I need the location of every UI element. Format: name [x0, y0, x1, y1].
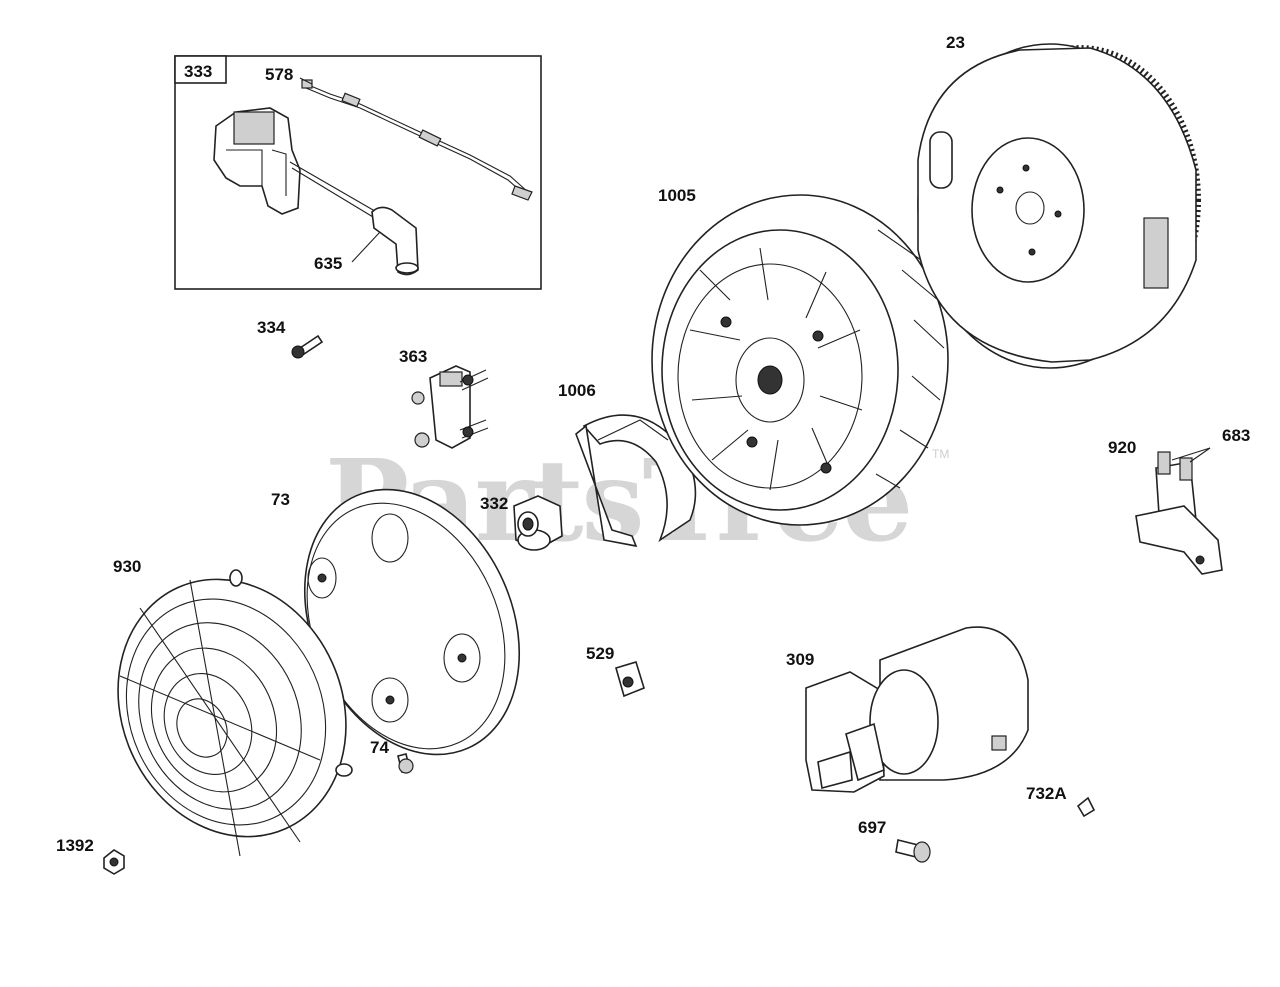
callout-363[interactable]: 363	[399, 347, 427, 366]
part-635-ignition-module[interactable]	[213, 107, 419, 276]
callout-332[interactable]: 332	[480, 494, 508, 513]
part-1392-nut[interactable]	[103, 849, 125, 875]
part-1005-fan[interactable]	[651, 194, 949, 526]
callout-1006[interactable]: 1006	[558, 381, 596, 400]
part-930-guard[interactable]	[78, 543, 386, 874]
callout-334[interactable]: 334	[257, 318, 286, 337]
part-74-screw[interactable]	[397, 753, 414, 774]
part-363-bracket[interactable]	[411, 365, 489, 449]
kit-box-333[interactable]: 333	[174, 55, 542, 290]
callout-683[interactable]: 683	[1222, 426, 1250, 445]
part-309-starter[interactable]	[805, 626, 1029, 793]
callout-74[interactable]: 74	[370, 738, 389, 757]
watermark-trademark: TM	[932, 447, 949, 461]
callout-930[interactable]: 930	[113, 557, 141, 576]
leader-lines	[299, 77, 1211, 463]
callout-309[interactable]: 309	[786, 650, 814, 669]
callout-529[interactable]: 529	[586, 644, 614, 663]
callout-697[interactable]: 697	[858, 818, 886, 837]
kit-box-label: 333	[184, 62, 212, 81]
part-334-screw[interactable]	[291, 334, 324, 359]
callout-73[interactable]: 73	[271, 490, 290, 509]
callout-920[interactable]: 920	[1108, 438, 1136, 457]
callout-635[interactable]: 635	[314, 254, 342, 273]
part-732a-fitting[interactable]	[1076, 796, 1096, 818]
part-1006-retainer[interactable]	[575, 414, 697, 548]
callout-1392[interactable]: 1392	[56, 836, 94, 855]
callout-23[interactable]: 23	[946, 33, 965, 52]
callout-732a[interactable]: 732A	[1026, 784, 1067, 803]
part-920-solenoid[interactable]	[1135, 451, 1223, 575]
part-332-flange-nut[interactable]	[513, 495, 563, 551]
callout-1005[interactable]: 1005	[658, 186, 696, 205]
part-697-bolt[interactable]	[895, 839, 931, 863]
part-529-grommet[interactable]	[615, 661, 645, 698]
part-578-wire-harness[interactable]	[301, 79, 533, 201]
part-23-flywheel[interactable]	[917, 43, 1201, 369]
callout-578[interactable]: 578	[265, 65, 293, 84]
